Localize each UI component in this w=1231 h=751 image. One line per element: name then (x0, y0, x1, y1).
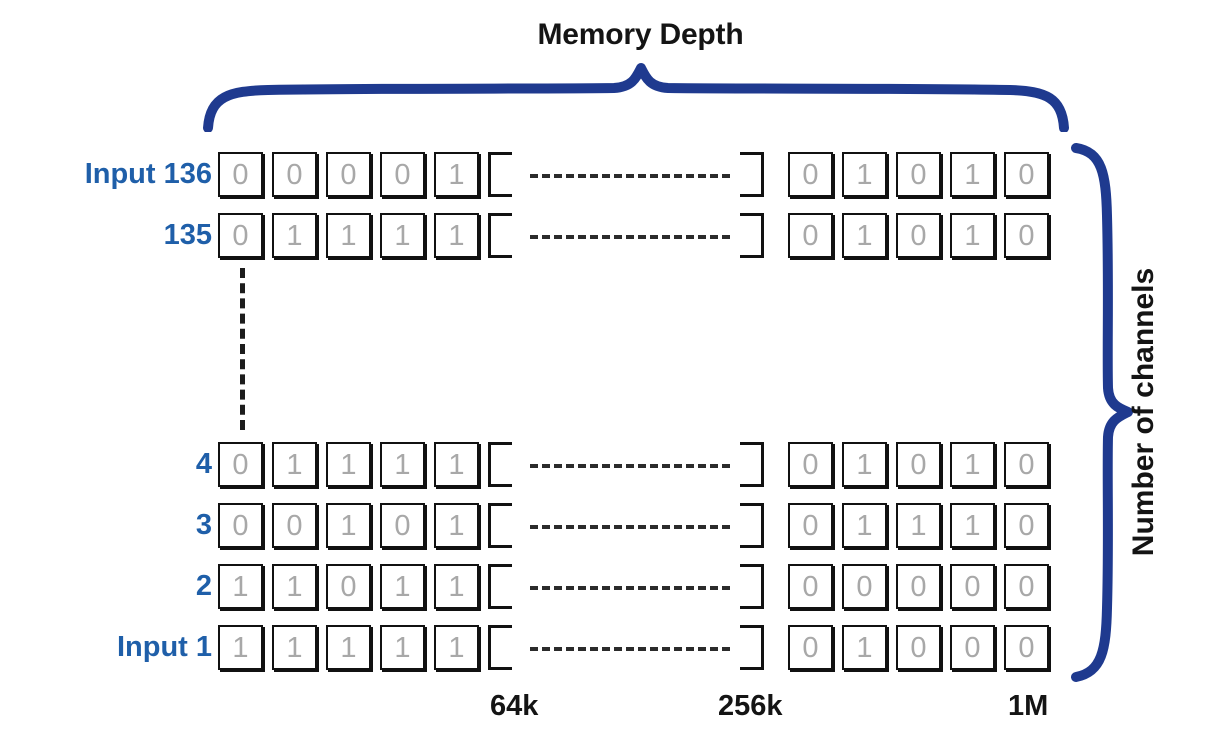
bit-cell: 1 (434, 213, 479, 258)
bit-cell: 0 (788, 503, 833, 548)
bit-cell: 0 (788, 442, 833, 487)
bit-cell: 1 (272, 564, 317, 609)
continuation-bracket-close-icon (740, 152, 764, 197)
bit-cell: 0 (1004, 625, 1049, 670)
bit-cell: 1 (218, 625, 263, 670)
continuation-bracket-close-icon (740, 442, 764, 487)
bit-cell: 1 (842, 213, 887, 258)
bit-cell: 0 (272, 152, 317, 197)
continuation-bracket-open-icon (488, 442, 512, 487)
row-label-3: 3 (195, 509, 212, 541)
axis-tick-label: 1M (1008, 690, 1049, 722)
bit-cell: 0 (380, 152, 425, 197)
bit-cell: 1 (434, 625, 479, 670)
dashed-continuation-line (530, 174, 730, 178)
bit-cell: 0 (272, 503, 317, 548)
bit-cell: 1 (326, 442, 371, 487)
dashed-continuation-line (530, 464, 730, 468)
bit-cell: 0 (1004, 503, 1049, 548)
memory-depth-title: Memory Depth (0, 18, 1231, 52)
bit-cell: 1 (950, 442, 995, 487)
bit-cell: 1 (842, 442, 887, 487)
bit-cell: 0 (218, 503, 263, 548)
bit-cell: 0 (842, 564, 887, 609)
bit-cell: 1 (434, 503, 479, 548)
bit-cell: 0 (896, 442, 941, 487)
bit-cell: 0 (896, 564, 941, 609)
bit-cell: 0 (1004, 442, 1049, 487)
bit-cell: 0 (896, 213, 941, 258)
axis-tick-label: 64k (490, 690, 539, 722)
bit-cell: 1 (272, 442, 317, 487)
bit-cell: 0 (380, 503, 425, 548)
bit-cell: 0 (788, 564, 833, 609)
bit-cell: 1 (272, 213, 317, 258)
bit-cell: 0 (788, 152, 833, 197)
bit-cell: 1 (272, 625, 317, 670)
bit-cell: 0 (788, 213, 833, 258)
continuation-bracket-close-icon (740, 213, 764, 258)
row-label-4: 4 (195, 448, 212, 480)
number-of-channels-title: Number of channels (1122, 172, 1166, 652)
continuation-bracket-open-icon (488, 625, 512, 670)
bit-cell: 1 (434, 442, 479, 487)
vertical-ellipsis-dots (240, 268, 245, 430)
bit-cell: 1 (380, 625, 425, 670)
dashed-continuation-line (530, 235, 730, 239)
row-label-input-1: Input 1 (116, 631, 212, 663)
bit-cell: 1 (950, 503, 995, 548)
bit-cell: 0 (950, 564, 995, 609)
bit-cell: 0 (218, 152, 263, 197)
bit-cell: 1 (896, 503, 941, 548)
row-label-2: 2 (195, 570, 212, 602)
bit-cell: 1 (380, 213, 425, 258)
bit-cell: 0 (326, 564, 371, 609)
bit-cell: 1 (434, 152, 479, 197)
bit-cell: 0 (326, 152, 371, 197)
bit-cell: 1 (950, 152, 995, 197)
bit-cell: 1 (842, 503, 887, 548)
bit-cell: 1 (434, 564, 479, 609)
dashed-continuation-line (530, 586, 730, 590)
bit-cell: 1 (380, 442, 425, 487)
dashed-continuation-line (530, 525, 730, 529)
bit-cell: 1 (950, 213, 995, 258)
bit-cell: 0 (218, 213, 263, 258)
memory-depth-brace-icon (203, 63, 1069, 132)
axis-tick-label: 256k (718, 690, 783, 722)
bit-cell: 1 (380, 564, 425, 609)
bit-cell: 1 (326, 213, 371, 258)
continuation-bracket-close-icon (740, 564, 764, 609)
bit-cell: 0 (896, 152, 941, 197)
bit-cell: 1 (326, 503, 371, 548)
bit-cell: 0 (950, 625, 995, 670)
continuation-bracket-open-icon (488, 152, 512, 197)
bit-cell: 0 (1004, 213, 1049, 258)
bit-cell: 0 (218, 442, 263, 487)
bit-cell: 1 (218, 564, 263, 609)
bit-cell: 0 (1004, 564, 1049, 609)
continuation-bracket-close-icon (740, 503, 764, 548)
continuation-bracket-close-icon (740, 625, 764, 670)
continuation-bracket-open-icon (488, 503, 512, 548)
row-label-135: 135 (163, 219, 212, 251)
row-label-input-136: Input 136 (84, 158, 212, 190)
bit-cell: 0 (896, 625, 941, 670)
continuation-bracket-open-icon (488, 213, 512, 258)
dashed-continuation-line (530, 647, 730, 651)
bit-cell: 1 (326, 625, 371, 670)
bit-cell: 0 (1004, 152, 1049, 197)
continuation-bracket-open-icon (488, 564, 512, 609)
memory-depth-title-text: Memory Depth (537, 18, 744, 51)
number-of-channels-title-text: Number of channels (1127, 267, 1160, 557)
bit-cell: 0 (788, 625, 833, 670)
bit-cell: 1 (842, 152, 887, 197)
bit-cell: 1 (842, 625, 887, 670)
